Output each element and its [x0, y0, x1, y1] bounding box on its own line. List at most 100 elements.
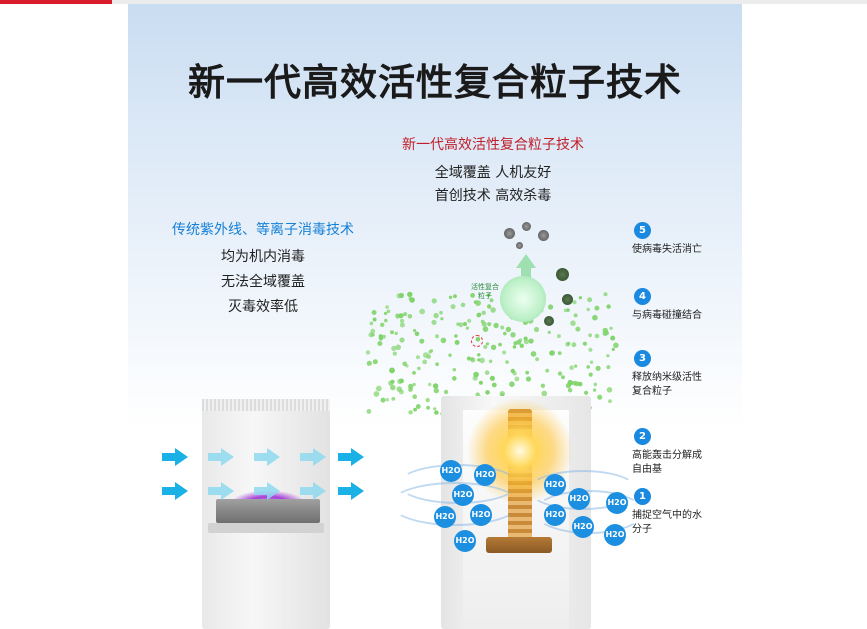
- rise-arrow-stem: [521, 266, 531, 278]
- airflow-arrow-icon: [162, 448, 188, 466]
- particle-dot: [572, 380, 577, 386]
- particle-dot: [606, 365, 611, 370]
- particle-dot: [428, 382, 432, 387]
- particle-dot: [371, 310, 377, 315]
- particle-dot: [413, 407, 417, 412]
- particle-dot: [397, 378, 403, 385]
- active-particle-cluster: [500, 276, 546, 322]
- particle-dot: [419, 308, 426, 315]
- particle-dot: [603, 292, 608, 297]
- airflow-arrow-icon: [162, 482, 188, 500]
- particle-dot: [477, 353, 481, 357]
- particle-dot: [574, 381, 580, 387]
- particle-dot: [606, 354, 610, 358]
- particle-dot: [396, 293, 402, 299]
- virus-icon: [522, 222, 531, 231]
- top-rule: [0, 0, 867, 4]
- h2o-molecule-icon: H2O: [474, 464, 496, 486]
- airflow-arrow-icon: [338, 482, 364, 500]
- particle-dot: [592, 388, 597, 392]
- step-number-badge: 5: [634, 222, 651, 239]
- particle-dot: [483, 344, 488, 349]
- particle-dot: [503, 331, 507, 336]
- particle-dot: [391, 397, 396, 401]
- particle-dot: [460, 302, 466, 308]
- particle-dot: [439, 310, 443, 315]
- particle-dot: [465, 326, 469, 330]
- particle-dot: [563, 308, 568, 313]
- step-number-badge: 3: [634, 350, 651, 367]
- rise-arrow-icon: [516, 254, 536, 268]
- particle-dot: [481, 310, 486, 315]
- particle-dot: [525, 376, 532, 382]
- airflow-wave: [390, 482, 520, 526]
- new-tech-line: 全域覆盖 人机友好: [434, 165, 552, 181]
- step-text: 释放纳米级活性复合粒子: [632, 372, 702, 397]
- particle-dot: [429, 349, 434, 353]
- virus-icon: [544, 316, 554, 326]
- particle-dot: [385, 305, 389, 309]
- process-step-4: 4 与病毒碰撞结合: [632, 288, 742, 323]
- particle-dot: [395, 314, 400, 319]
- particle-dot: [518, 338, 523, 342]
- particle-dot: [556, 334, 561, 339]
- particle-dot: [594, 333, 600, 339]
- step-number-badge: 1: [634, 488, 651, 505]
- particle-dot: [525, 370, 530, 375]
- particle-dot: [380, 322, 385, 327]
- particle-dot: [505, 326, 512, 333]
- new-tech-title: 新一代高效活性复合粒子技术: [402, 137, 584, 153]
- step-text: 捕捉空气中的水分子: [632, 510, 702, 535]
- particle-dot: [597, 394, 603, 400]
- airflow-arrow-icon: [338, 448, 364, 466]
- particle-dot: [489, 375, 495, 381]
- particle-dot: [567, 341, 571, 346]
- particle-dot: [479, 357, 485, 364]
- particle-dot: [398, 389, 404, 395]
- top-accent-bar: [0, 0, 112, 4]
- particle-dot: [610, 335, 616, 341]
- particle-dot: [452, 376, 457, 381]
- target-icon: [471, 335, 483, 347]
- particle-dot: [608, 399, 612, 404]
- particle-dot: [540, 383, 546, 388]
- step-number-badge: 2: [634, 428, 651, 445]
- particle-dot: [514, 376, 520, 382]
- particle-dot: [588, 347, 593, 352]
- particle-dot: [578, 296, 582, 300]
- new-tech-block: 新一代高效活性复合粒子技术 全域覆盖 人机友好 首创技术 高效杀毒: [373, 134, 613, 208]
- h2o-molecule-icon: H2O: [454, 530, 476, 552]
- particle-dot: [500, 325, 505, 330]
- particle-dot: [377, 341, 383, 346]
- particle-dot: [470, 357, 476, 363]
- particle-dot: [487, 322, 492, 327]
- virus-icon: [538, 230, 549, 241]
- particle-dot: [408, 296, 412, 301]
- particle-dot: [414, 331, 420, 337]
- particle-dot: [588, 372, 593, 377]
- particle-dot: [567, 388, 573, 393]
- new-tech-line: 首创技术 高效杀毒: [434, 188, 552, 204]
- h2o-molecule-icon: H2O: [606, 492, 628, 514]
- particle-dot: [577, 381, 583, 387]
- old-tech-block: 传统紫外线、等离子消毒技术 均为机内消毒 无法全域覆盖 灭毒效率低: [158, 219, 368, 320]
- particle-dot: [528, 338, 534, 344]
- particle-dot: [425, 397, 430, 403]
- particle-dot: [458, 322, 464, 328]
- particle-dot: [613, 342, 619, 349]
- virus-icon: [562, 294, 573, 305]
- particle-dot: [602, 331, 608, 336]
- process-step-1: 1 捕捉空气中的水分子: [632, 488, 708, 537]
- particle-dot: [375, 385, 382, 392]
- particle-dot: [384, 318, 388, 323]
- particle-dot: [476, 313, 481, 318]
- old-tech-line: 无法全域覆盖: [221, 274, 305, 290]
- particle-dot: [463, 322, 467, 326]
- particle-dot: [408, 383, 414, 389]
- particle-dot: [582, 341, 587, 346]
- step-text: 高能轰击分解成自由基: [632, 450, 702, 475]
- particle-dot: [502, 350, 507, 355]
- particle-dot: [373, 391, 380, 397]
- particle-dot: [428, 350, 432, 354]
- particle-dot: [415, 404, 421, 409]
